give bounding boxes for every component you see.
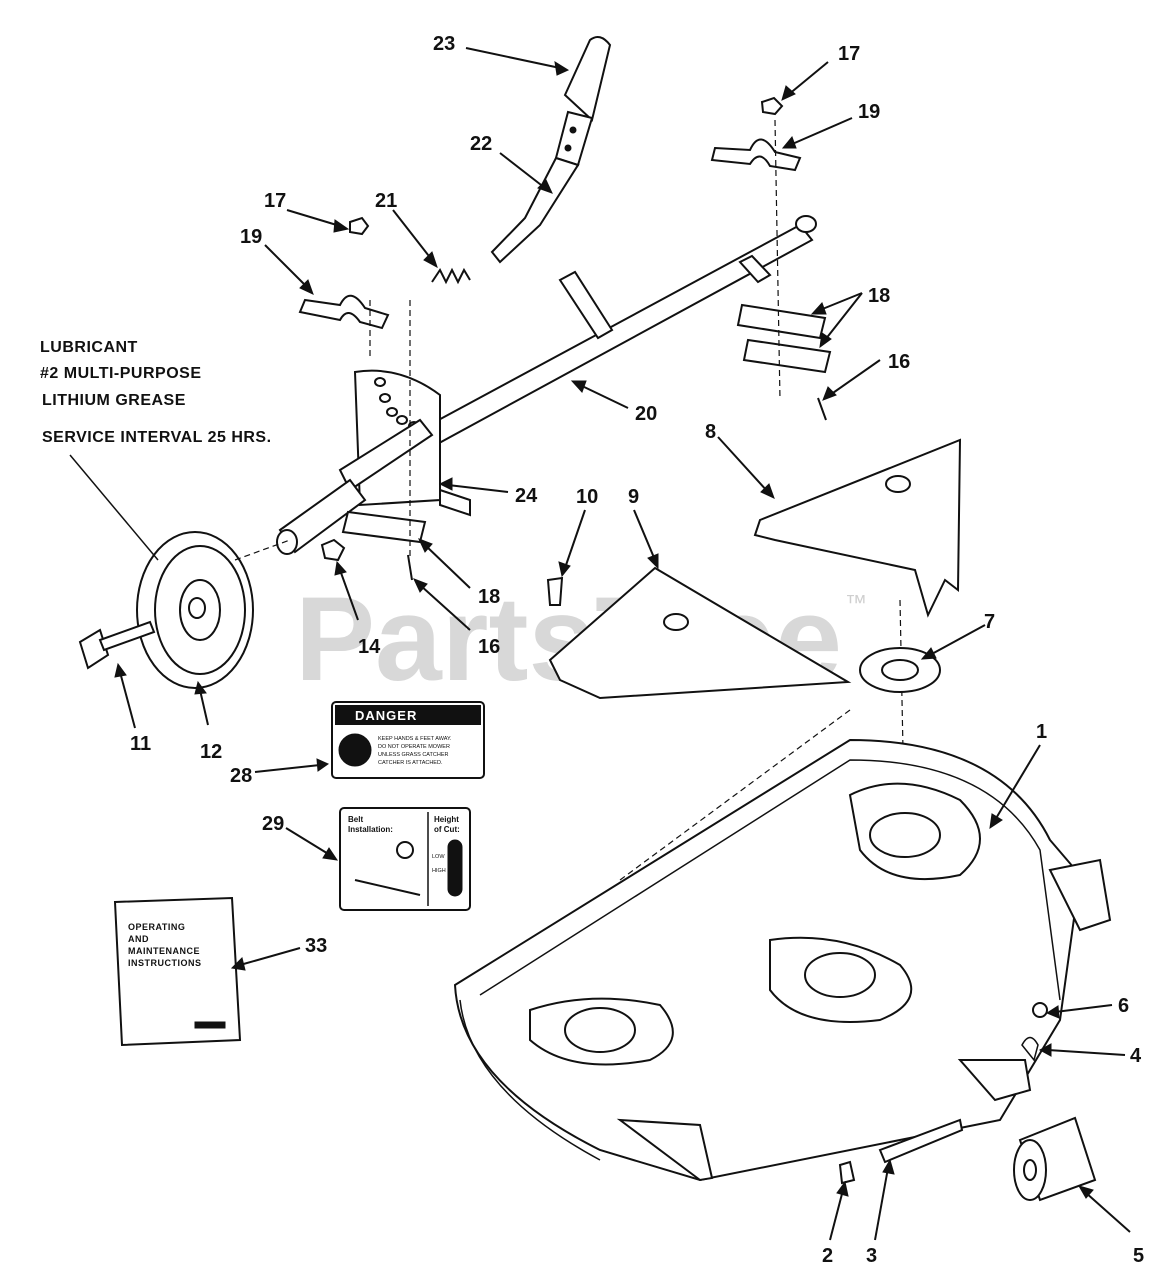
nut-right [760, 96, 784, 116]
svg-text:KEEP HANDS & FEET AWAY.: KEEP HANDS & FEET AWAY. [378, 736, 452, 742]
svg-text:UNLESS GRASS CATCHER: UNLESS GRASS CATCHER [378, 752, 449, 758]
callout-16-right: 16 [888, 351, 910, 373]
callout-3: 3 [866, 1245, 877, 1267]
washer [859, 647, 941, 693]
callout-24: 24 [515, 485, 538, 507]
callout-19-left: 19 [240, 226, 262, 248]
axle-3 [878, 1118, 964, 1164]
assembly-line [899, 599, 906, 851]
callout-11: 11 [130, 733, 151, 755]
bolt-2 [838, 1160, 856, 1185]
svg-text:MAINTENANCE: MAINTENANCE [128, 946, 200, 956]
callout-2: 2 [822, 1245, 833, 1267]
callout-6: 6 [1118, 995, 1129, 1017]
spring [431, 267, 471, 285]
callout-9: 9 [628, 486, 639, 508]
assembly-line [774, 119, 781, 401]
mower-deck [453, 738, 1112, 1182]
shield-9 [548, 566, 852, 700]
svg-text:LOW: LOW [432, 854, 445, 860]
roller [1013, 1116, 1097, 1202]
svg-text:LUBRICANT: LUBRICANT [40, 339, 138, 356]
spacer-right-top [736, 303, 827, 340]
callout-17-right: 17 [838, 43, 860, 65]
wheel-arm [276, 478, 367, 555]
callout-18-left: 18 [478, 586, 500, 608]
nut-left [349, 216, 370, 236]
svg-text:LITHIUM GREASE: LITHIUM GREASE [42, 392, 186, 409]
lift-lever-assembly [490, 35, 612, 264]
clamp-left [298, 294, 390, 330]
assembly-line [619, 709, 851, 881]
callout-33: 33 [305, 935, 327, 957]
belt-height-decal: Belt Installation: Height of Cut: LOW HI… [339, 807, 471, 911]
svg-text:#2 MULTI-PURPOSE: #2 MULTI-PURPOSE [40, 365, 202, 382]
svg-text:Height: Height [434, 815, 459, 824]
bolt-10 [546, 576, 564, 606]
screw-left [407, 554, 413, 581]
callout-12: 12 [200, 741, 222, 763]
svg-text:AND: AND [128, 934, 149, 944]
callout-10: 10 [576, 486, 598, 508]
svg-text:Installation:: Installation: [348, 825, 393, 834]
cotter-pin [1021, 1036, 1039, 1062]
nut-14 [320, 538, 346, 562]
callout-14: 14 [358, 636, 381, 658]
spacer-right-bottom [742, 338, 832, 374]
wheel [136, 531, 254, 689]
callout-22: 22 [470, 133, 492, 155]
callout-29: 29 [262, 813, 284, 835]
svg-text:of Cut:: of Cut: [434, 825, 460, 834]
svg-text:DANGER: DANGER [355, 708, 417, 723]
callout-18-right: 18 [868, 285, 890, 307]
screw-right [817, 397, 827, 421]
wheel-bolt [78, 620, 156, 670]
lubricant-note: LUBRICANT #2 MULTI-PURPOSE LITHIUM GREAS… [40, 339, 272, 446]
callout-5: 5 [1133, 1245, 1144, 1267]
svg-text:HIGH: HIGH [432, 868, 446, 874]
spacer-left [341, 510, 427, 544]
svg-text:DO NOT OPERATE MOWER: DO NOT OPERATE MOWER [378, 744, 450, 750]
svg-text:CATCHER IS ATTACHED.: CATCHER IS ATTACHED. [378, 760, 443, 766]
lift-shaft [418, 215, 817, 450]
callout-numbers: 23 17 19 22 21 17 19 18 16 20 24 8 10 9 … [130, 33, 1144, 1267]
leader-arrows [114, 47, 1131, 1241]
callout-4: 4 [1130, 1045, 1142, 1067]
callout-23: 23 [433, 33, 455, 55]
clamp-right [710, 138, 802, 172]
svg-text:SERVICE INTERVAL 25 HRS.: SERVICE INTERVAL 25 HRS. [42, 429, 272, 446]
svg-text:Belt: Belt [348, 815, 363, 824]
callout-1: 1 [1036, 721, 1047, 743]
owners-manual: OPERATING AND MAINTENANCE INSTRUCTIONS [113, 896, 242, 1047]
svg-text:OPERATING: OPERATING [128, 922, 185, 932]
svg-text:INSTRUCTIONS: INSTRUCTIONS [128, 958, 202, 968]
callout-7: 7 [984, 611, 995, 633]
callout-21: 21 [375, 190, 397, 212]
callout-28: 28 [230, 765, 252, 787]
callout-16-left: 16 [478, 636, 500, 658]
callout-20: 20 [635, 403, 657, 425]
callout-8: 8 [705, 421, 716, 443]
callout-19-right: 19 [858, 101, 880, 123]
danger-decal: DANGER KEEP HANDS & FEET AWAY. DO NOT OP… [331, 701, 485, 779]
nut-6 [1032, 1002, 1048, 1018]
watermark-tm: ™ [845, 590, 867, 615]
leader-line [69, 454, 159, 561]
callout-17-left: 17 [264, 190, 286, 212]
